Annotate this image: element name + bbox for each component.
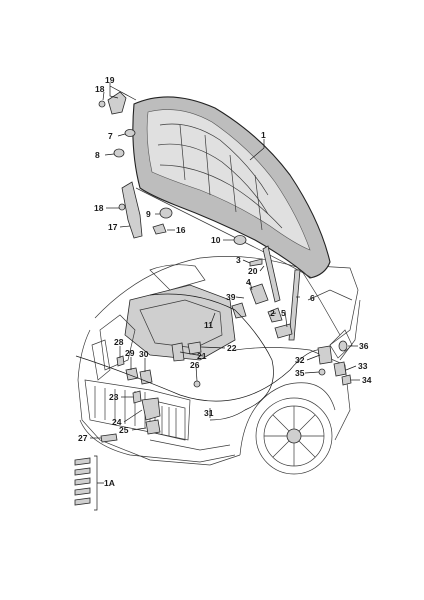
grommet-10: [233, 235, 247, 245]
label-18-top: 18: [95, 84, 105, 94]
bracket-16: [152, 223, 167, 235]
handle-32: [317, 345, 333, 365]
label-34: 34: [362, 375, 372, 385]
stop-9: [159, 207, 173, 219]
label-21: 21: [197, 351, 207, 361]
label-28: 28: [114, 337, 124, 347]
bracket-39: [231, 302, 247, 319]
label-30: 30: [139, 349, 149, 359]
hinge-bracket-top: [107, 91, 127, 115]
clip-23: [132, 390, 142, 404]
label-16: 16: [176, 225, 186, 235]
gas-strut-6: [288, 269, 301, 341]
bracket-33: [333, 361, 347, 377]
clip-28: [116, 355, 125, 367]
cap-36: [338, 340, 348, 352]
label-1a: 1A: [104, 478, 115, 488]
clip-7: [124, 129, 136, 137]
label-31: 31: [204, 408, 214, 418]
clip-34: [341, 374, 352, 386]
label-9: 9: [146, 209, 151, 219]
label-39: 39: [226, 292, 236, 302]
fastener-set-1a: [74, 455, 104, 511]
support-rod-20: [262, 245, 281, 303]
label-29: 29: [125, 348, 135, 358]
lock-part-4: [249, 283, 269, 305]
pin-26: [193, 380, 201, 388]
bolt-18-top: [98, 100, 106, 108]
label-36: 36: [359, 341, 369, 351]
callout-labels: 19 18 1 7 8 18 9 17 16 10 3 20 39 4 6 2 …: [78, 75, 372, 488]
latch-22: [187, 341, 202, 355]
lock-part-2: [267, 307, 283, 323]
label-6: 6: [310, 293, 315, 303]
seal-strip-11: [149, 293, 274, 421]
car-body-illustration: [77, 256, 361, 475]
label-27: 27: [78, 433, 88, 443]
pin-35: [318, 368, 326, 376]
bolt-18-lower: [118, 203, 126, 211]
label-32: 32: [295, 355, 305, 365]
label-7: 7: [108, 131, 113, 141]
label-26: 26: [190, 360, 200, 370]
label-19: 19: [105, 75, 115, 85]
lock-24: [141, 397, 161, 421]
label-11: 11: [204, 320, 213, 330]
label-10: 10: [211, 235, 221, 245]
label-33: 33: [358, 361, 368, 371]
lock-part-5: [274, 323, 293, 339]
label-3: 3: [236, 255, 241, 265]
label-18-lower: 18: [94, 203, 104, 213]
clip-3: [249, 258, 263, 267]
label-1: 1: [261, 130, 266, 140]
release-cable-31: [75, 348, 331, 402]
bolt-27: [100, 433, 118, 443]
label-5: 5: [281, 308, 286, 318]
latch-21: [171, 342, 185, 362]
label-23: 23: [109, 392, 119, 402]
label-25: 25: [119, 425, 129, 435]
leader-lines: [90, 83, 360, 439]
buffer-8: [113, 148, 125, 158]
label-4: 4: [246, 277, 251, 287]
label-22: 22: [227, 343, 237, 353]
label-35: 35: [295, 368, 305, 378]
hinge-17: [121, 181, 143, 239]
parts-group: [74, 91, 352, 511]
label-17: 17: [108, 222, 118, 232]
label-2: 2: [270, 308, 275, 318]
hood-panel: [132, 96, 331, 279]
label-24: 24: [112, 417, 122, 427]
lock-25: [145, 419, 161, 435]
label-8: 8: [95, 150, 100, 160]
label-20: 20: [248, 266, 258, 276]
bracket-30: [139, 369, 153, 385]
